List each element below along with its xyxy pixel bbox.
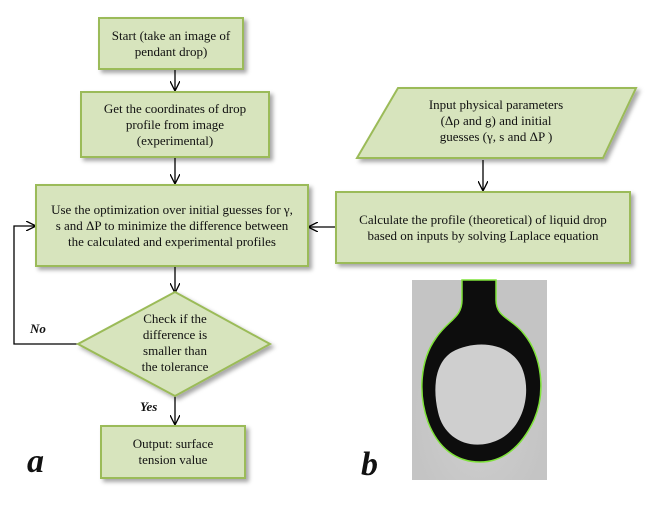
calculate-profile-box: Calculate the profile (theoretical) of l… [335,191,631,264]
panel-label-b: b [361,446,378,483]
input-text: Input physical parameters(Δρ and g) and … [428,97,564,144]
pendant-drop-photo [412,279,547,480]
no-label: No [30,321,46,336]
input-parallelogram [355,87,638,159]
arrow-no-loop [13,226,78,345]
decision-diamond [75,290,273,398]
yes-label: Yes [140,399,158,414]
panel-label-a: a [27,443,44,480]
drop-highlight [435,344,527,445]
optimization-box: Use the optimization over initial guesse… [35,184,309,267]
